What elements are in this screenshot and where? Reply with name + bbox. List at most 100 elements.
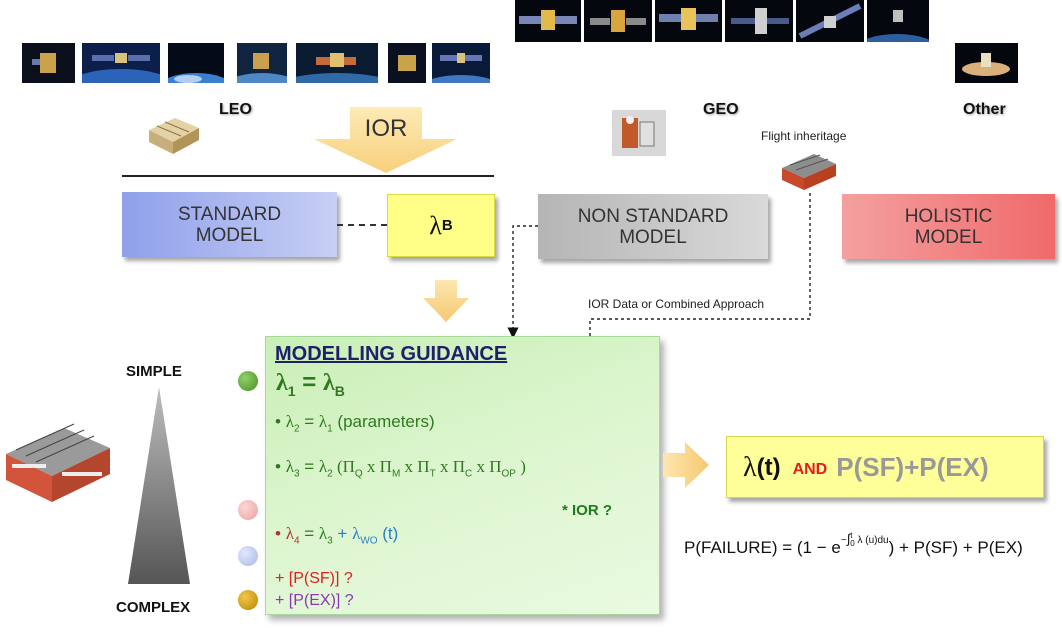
- dot-green: [238, 371, 258, 391]
- lambdab-symbol: λ: [322, 370, 335, 396]
- sep-2: x: [400, 457, 418, 476]
- geo-satellite-image-5: [796, 0, 864, 42]
- formula-exp-lower: 0: [850, 539, 855, 549]
- lambdab-sub: B: [334, 382, 345, 399]
- pi-q-sub: Q: [354, 468, 363, 480]
- result-box: λ(t) AND P(SF)+P(EX): [726, 436, 1044, 498]
- lambda1-sub: 1: [287, 382, 296, 399]
- leo-satellite-image-5: [296, 43, 378, 83]
- ior-arrow: [314, 107, 457, 173]
- geo-hardware-image: [612, 110, 666, 156]
- flight-inheritage-label: Flight inheritage: [761, 129, 847, 143]
- line4-eq: =: [299, 524, 319, 543]
- lambda-b-symbol: λ: [429, 211, 442, 240]
- holistic-model-line1: HOLISTIC: [904, 205, 993, 227]
- geo-satellite-image-2: [584, 0, 652, 42]
- pi-c: Π: [452, 457, 465, 476]
- pi-c-sub: C: [464, 468, 473, 480]
- lambda3-sub: 3: [293, 468, 300, 480]
- leo-satellite-image-3: [168, 43, 224, 83]
- lambda1-eq: =: [295, 369, 323, 396]
- line4-rhs-symbol: λ: [318, 524, 328, 543]
- pex-line: + [P(EX)] ?: [275, 592, 354, 609]
- standard-model-line2: MODEL: [195, 224, 264, 246]
- right-arrow: [663, 442, 709, 488]
- leo-label: LEO: [219, 101, 252, 118]
- ior-arrow-label: IOR: [364, 115, 408, 142]
- geo-satellite-image-3: [655, 0, 722, 42]
- flight-inheritage-hardware-image: [780, 150, 838, 192]
- geo-satellite-image-6: [867, 0, 929, 42]
- psf-line: + [P(SF)] ?: [275, 570, 353, 587]
- standard-model-line1: STANDARD: [177, 203, 282, 225]
- other-spacecraft-image: [955, 43, 1018, 83]
- non-standard-model-box: NON STANDARD MODEL: [538, 194, 768, 259]
- other-label: Other: [963, 101, 1006, 118]
- formula-rhs: ) + P(SF) + P(EX): [888, 538, 1023, 557]
- sep-4: x: [472, 457, 490, 476]
- lambda2-symbol: λ: [285, 412, 294, 431]
- dot-pink: [238, 500, 258, 520]
- hardware-module-image: [2, 414, 112, 506]
- line2-tail: (parameters): [332, 412, 435, 431]
- pi-q: Π: [342, 457, 355, 476]
- line3-bullet: •: [275, 457, 286, 476]
- line3-rhs-sub: 2: [327, 468, 333, 480]
- line3-open: (: [332, 457, 343, 476]
- result-psf-pex: P(SF)+P(EX): [836, 451, 989, 482]
- lambda2-sub: 2: [293, 423, 300, 435]
- lambda4-sub: 4: [293, 535, 300, 547]
- line2-rhs-symbol: λ: [318, 412, 328, 431]
- ior-question: * IOR ?: [562, 502, 613, 519]
- leo-hardware-image: [145, 112, 201, 156]
- dot-blue: [238, 546, 258, 566]
- divider-line: [122, 175, 494, 177]
- lambda3-symbol: λ: [285, 457, 294, 476]
- lambda4-symbol: λ: [285, 524, 294, 543]
- guidance-line-3: • λ3 = λ2 (ΠQ x ΠM x ΠT x ΠC x ΠOP ): [275, 457, 526, 479]
- leo-satellite-image-4: [237, 43, 287, 83]
- non-standard-model-line2: MODEL: [619, 226, 687, 248]
- line3-close: ): [515, 457, 526, 476]
- geo-satellite-image-4: [725, 0, 793, 42]
- holistic-model-box: HOLISTIC MODEL: [842, 194, 1055, 259]
- result-t: (t): [756, 453, 781, 481]
- sep-3: x: [435, 457, 453, 476]
- result-lambda: λ: [743, 451, 757, 483]
- formula-exp-minus: −: [840, 535, 847, 546]
- standard-model-box: STANDARD MODEL: [122, 192, 337, 257]
- pi-m: Π: [379, 457, 392, 476]
- leo-satellite-image-1: [22, 43, 75, 83]
- lambda-wo-sub: WO: [360, 535, 378, 547]
- pi-t: Π: [417, 457, 430, 476]
- non-standard-model-line1: NON STANDARD: [577, 205, 729, 227]
- guidance-line-2: • λ2 = λ1 (parameters): [275, 412, 435, 434]
- modelling-guidance-box: [265, 336, 660, 615]
- line4-tail: (t): [377, 524, 399, 543]
- leo-satellite-image-7: [432, 43, 490, 83]
- line4-rhs-sub: 3: [327, 535, 333, 547]
- line2-eq: =: [299, 412, 319, 431]
- complexity-triangle: [128, 387, 190, 584]
- result-and: AND: [792, 460, 828, 478]
- pi-t-sub: T: [429, 468, 436, 480]
- formula-exp-integrand: λ (u)du: [857, 535, 889, 546]
- guidance-line-4: • λ4 = λ3 + λWO (t): [275, 524, 398, 546]
- pi-m-sub: M: [391, 468, 401, 480]
- pi-op: Π: [489, 457, 502, 476]
- holistic-model-line2: MODEL: [914, 226, 983, 248]
- formula-lhs: P(FAILURE) = (1 − e: [684, 538, 841, 557]
- guidance-line-1: λ1 = λB: [276, 369, 345, 399]
- lambda-b-subscript: B: [441, 217, 453, 234]
- down-arrow: [423, 280, 469, 322]
- line4-plus: +: [332, 524, 353, 543]
- pi-op-sub: OP: [501, 468, 516, 480]
- leo-satellite-image-6: [388, 43, 426, 83]
- guidance-title: MODELLING GUIDANCE: [275, 343, 508, 365]
- line2-bullet: •: [275, 412, 286, 431]
- lambda1-symbol: λ: [276, 370, 288, 396]
- lambda-wo-symbol: λ: [352, 524, 361, 543]
- geo-label: GEO: [703, 101, 739, 118]
